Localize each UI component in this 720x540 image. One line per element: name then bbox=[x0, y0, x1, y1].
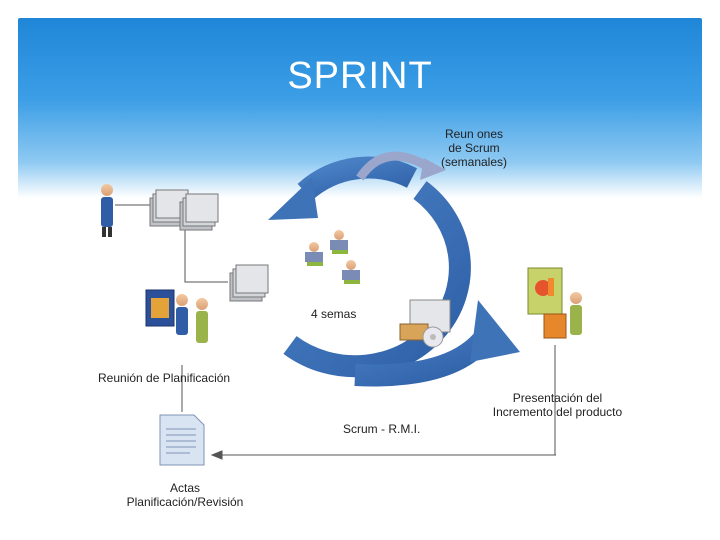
document-icon bbox=[159, 414, 205, 466]
minutes-line-1: Actas bbox=[169, 481, 200, 495]
presentation-board-icon bbox=[527, 267, 582, 339]
product-box-icon bbox=[399, 299, 451, 348]
weeks-label: 4 semas bbox=[311, 307, 357, 321]
presentation-line-2: Incremento del producto bbox=[492, 405, 623, 419]
minutes-label: Actas Planificación/Revisión bbox=[110, 481, 260, 509]
weekly-meetings-line-1: Reun ones bbox=[444, 127, 504, 141]
planning-meeting-label: Reunión de Planificación bbox=[98, 371, 231, 385]
presentation-line-1: Presentación del bbox=[512, 391, 603, 405]
sprint-cycle-arrow bbox=[268, 156, 520, 387]
weekly-meetings-line-3: (semanales) bbox=[440, 155, 508, 169]
presentation-label: Presentación del Incremento del producto bbox=[480, 391, 635, 419]
connector-lines bbox=[115, 204, 556, 460]
person-icon bbox=[101, 184, 113, 237]
weekly-meetings-label: Reun ones de Scrum (semanales) bbox=[428, 127, 520, 169]
weekly-meetings-line-2: de Scrum bbox=[448, 141, 500, 155]
slide-title: SPRINT bbox=[287, 55, 433, 97]
sprint-rmi-label: Scrum - R.M.I. bbox=[343, 422, 421, 436]
document-stack-icon bbox=[149, 189, 269, 302]
team-icon bbox=[305, 230, 360, 284]
minutes-line-2: Planificación/Revisión bbox=[126, 495, 244, 509]
laptop-user-icon bbox=[145, 289, 208, 343]
weekly-scrum-arrow bbox=[356, 151, 446, 181]
